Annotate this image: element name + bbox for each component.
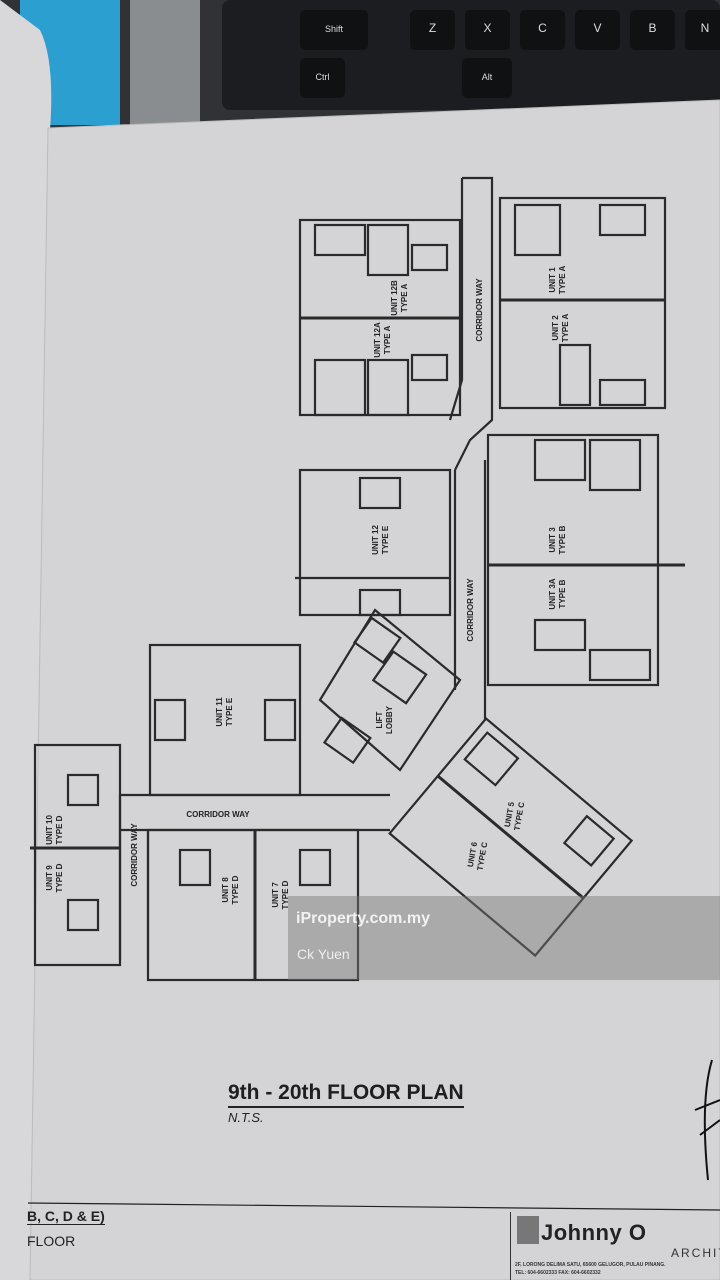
key (520, 10, 565, 50)
label-unit-10-type: TYPE D (55, 815, 64, 844)
key (462, 58, 512, 98)
label-corridor-horizontal: CORRIDOR WAY (186, 810, 250, 819)
key-label: Shift (325, 24, 344, 34)
key-label: Z (429, 21, 436, 35)
paper (30, 100, 720, 1280)
label-unit-3a-type: TYPE B (558, 579, 567, 608)
label-corridor-middle: CORRIDOR WAY (466, 578, 475, 642)
watermark-site: iProperty.com.my (296, 910, 430, 927)
label-unit-12a: UNIT 12A (373, 322, 382, 358)
label-unit-12-type: TYPE E (381, 525, 390, 554)
label-unit-10: UNIT 10 (45, 815, 54, 845)
label-unit-12a-type: TYPE A (383, 325, 392, 354)
label-unit-12b-type: TYPE A (400, 283, 409, 312)
label-unit-5: UNIT 5 (503, 801, 516, 828)
architect-logo: Johnny O ARCHITE 2F, LORONG DELIMA SATU,… (510, 1212, 720, 1280)
label-unit-9: UNIT 9 (45, 865, 54, 891)
key (410, 10, 455, 50)
key-label: X (483, 21, 491, 35)
label-unit-12: UNIT 12 (371, 525, 380, 555)
logo-mark (517, 1216, 539, 1244)
title-block-floor: FLOOR (27, 1233, 76, 1249)
key (300, 58, 345, 98)
label-unit-8-type: TYPE D (231, 875, 240, 904)
title-block-line (27, 1202, 720, 1211)
label-unit-3a: UNIT 3A (548, 578, 557, 609)
label-lift-lobby: LIFT (375, 711, 384, 728)
key-label: B (648, 21, 656, 35)
label-unit-1-type: TYPE A (558, 265, 567, 294)
label-unit-3-type: TYPE B (558, 525, 567, 554)
label-unit-9-type: TYPE D (55, 863, 64, 892)
label-corridor-left: CORRIDOR WAY (130, 823, 139, 887)
key (465, 10, 510, 50)
plan-title: 9th - 20th FLOOR PLAN (228, 1080, 464, 1108)
label-unit-12b: UNIT 12B (390, 280, 399, 316)
label-unit-8: UNIT 8 (221, 877, 230, 903)
key (685, 10, 720, 50)
label-unit-7-type: TYPE D (281, 880, 290, 909)
firm-sub: ARCHITE (671, 1246, 720, 1260)
key-label: C (538, 21, 547, 35)
label-unit-11: UNIT 11 (215, 697, 224, 727)
key-label: N (701, 21, 710, 35)
key (575, 10, 620, 50)
label-unit-6: UNIT 6 (466, 841, 479, 868)
floor-plan-walls (30, 176, 685, 982)
label-lift-lobby-2: LOBBY (385, 705, 394, 734)
watermark-band (288, 896, 720, 980)
paper-stack (130, 0, 200, 125)
keyboard-keys: Shift Z X C V B N Ctrl Alt (300, 10, 720, 98)
signature (694, 1059, 720, 1181)
title-block-blocks: B, C, D & E) (27, 1208, 105, 1225)
key-label: Ctrl (316, 72, 330, 82)
label-unit-3: UNIT 3 (548, 527, 557, 553)
firm-tel: TEL: 604-6602333 FAX: 604-6602332 (515, 1270, 601, 1276)
watermark-user: Ck Yuen (297, 946, 350, 962)
scale-note: N.T.S. (228, 1110, 264, 1125)
label-unit-11-type: TYPE E (225, 697, 234, 726)
firm-name: Johnny O (541, 1220, 647, 1245)
key-label: V (593, 21, 601, 35)
key (630, 10, 675, 50)
label-unit-1: UNIT 1 (548, 267, 557, 293)
label-unit-2: UNIT 2 (551, 315, 560, 341)
firm-address: 2F, LORONG DELIMA SATU, 65600 GELUGOR, P… (515, 1262, 666, 1268)
label-unit-7: UNIT 7 (271, 882, 280, 908)
label-corridor-top: CORRIDOR WAY (475, 278, 484, 342)
key-label: Alt (482, 72, 493, 82)
key (300, 10, 368, 50)
label-unit-2-type: TYPE A (561, 313, 570, 342)
